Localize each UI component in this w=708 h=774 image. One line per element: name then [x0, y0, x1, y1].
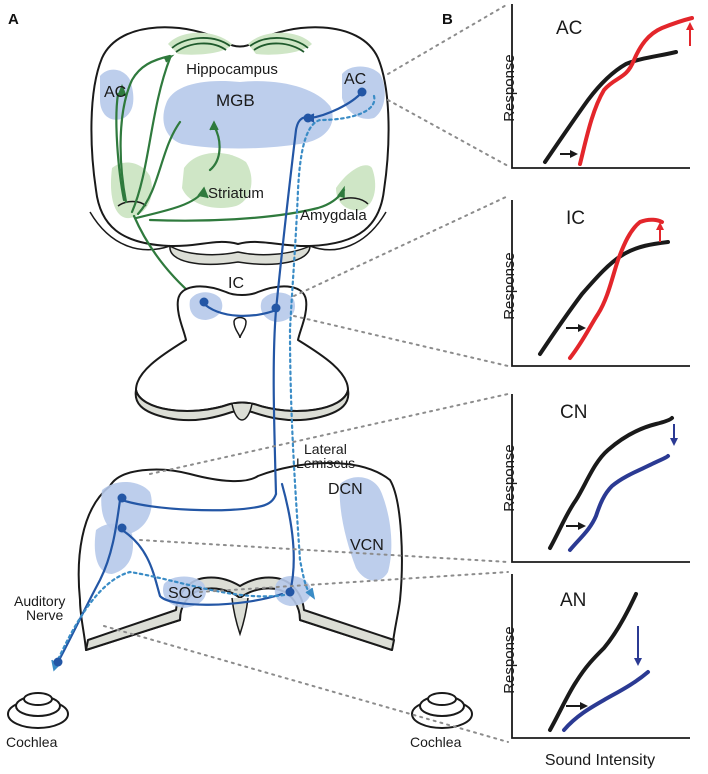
- mgb-label: MGB: [216, 91, 255, 110]
- cochlea-left-label: Cochlea: [6, 734, 58, 750]
- cochlea-right-label: Cochlea: [410, 734, 462, 750]
- vcn-neuron: [117, 523, 127, 533]
- soc-neuron: [285, 587, 295, 597]
- graph-ic-title: IC: [566, 208, 585, 229]
- graph-cn-ylabel: Response: [501, 444, 518, 512]
- graph-ic: IC Response: [501, 200, 690, 367]
- auditory-label: Auditory: [14, 593, 65, 609]
- cochlea-left: [7, 692, 69, 729]
- graph-an: AN Response: [501, 574, 690, 739]
- graph-cn-title: CN: [560, 402, 587, 423]
- brainstem-section: [77, 462, 403, 651]
- graph-cn-shifted-curve: [568, 454, 670, 552]
- hippocampus-label: Hippocampus: [186, 61, 278, 78]
- graph-ic-shifted-curve: [568, 217, 664, 360]
- lemiscus-label: Lemiscus: [296, 455, 355, 471]
- ascending-auditory-pathway: [51, 87, 376, 672]
- striatum-label: Striatum: [208, 185, 264, 202]
- mgb-neuron: [303, 113, 313, 123]
- graph-an-ylabel: Response: [501, 626, 518, 694]
- ac-neuron: [357, 87, 367, 97]
- graph-ac-baseline-curve: [543, 50, 678, 164]
- graph-cn-baseline-curve: [548, 416, 674, 550]
- ac-left-region: [100, 69, 134, 120]
- ic-left-neuron: [199, 297, 209, 307]
- graph-an-baseline-curve: [548, 592, 638, 732]
- panel-label-b: B: [442, 11, 453, 28]
- soc-left-region: [162, 576, 206, 608]
- connector-lines: [103, 3, 509, 743]
- cochlea-right: [411, 692, 473, 729]
- dcn-neuron: [117, 493, 127, 503]
- ac-left-label: AC: [104, 84, 126, 101]
- graph-ac-shifted-curve: [578, 16, 694, 166]
- nerve-label: Nerve: [26, 607, 64, 623]
- hippocampus-strokes: [171, 37, 309, 53]
- midbrain-section: [134, 285, 350, 422]
- graph-cn: CN Response: [501, 394, 690, 563]
- graph-an-shifted-curve: [562, 670, 650, 732]
- amygdala-label: Amygdala: [300, 207, 367, 224]
- vcn-left-region: [94, 523, 134, 574]
- ic-label: IC: [228, 275, 244, 292]
- dcn-left-region: [101, 481, 152, 535]
- auditory-nerve-neuron: [53, 657, 63, 667]
- graph-ic-baseline-curve: [538, 240, 670, 356]
- vcn-label: VCN: [350, 537, 384, 554]
- ac-right-label: AC: [344, 71, 366, 88]
- panel-label-a: A: [8, 11, 19, 28]
- ic-right-neuron: [271, 303, 281, 313]
- sound-intensity-xlabel: Sound Intensity: [545, 752, 655, 769]
- limbic-connections: [115, 54, 346, 302]
- mgb-region: [163, 80, 333, 149]
- graph-ic-ylabel: Response: [501, 252, 518, 320]
- graph-ac-title: AC: [556, 18, 582, 39]
- dcn-label: DCN: [328, 481, 363, 498]
- lateral-label: Lateral: [304, 441, 347, 457]
- soc-label: SOC: [168, 585, 203, 602]
- graph-an-title: AN: [560, 590, 586, 611]
- graph-ac-ylabel: Response: [501, 54, 518, 122]
- graph-ac: AC Response: [501, 4, 694, 169]
